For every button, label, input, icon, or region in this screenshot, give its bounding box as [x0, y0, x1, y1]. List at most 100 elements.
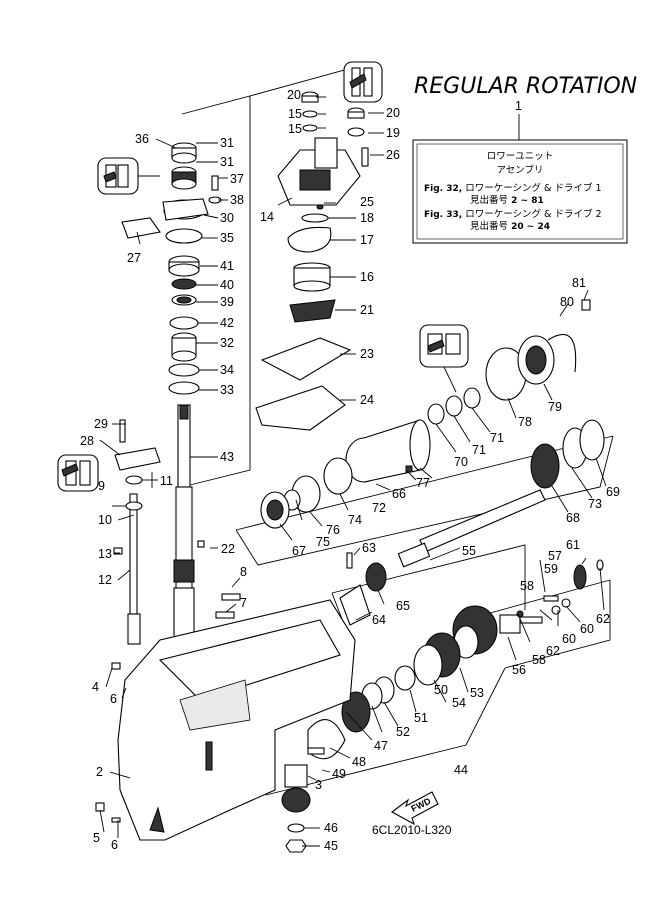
- callout-6b: 6: [111, 838, 118, 852]
- callout-61: 61: [566, 538, 580, 552]
- callout-27: 27: [127, 251, 141, 265]
- callout-6a: 6: [110, 692, 117, 706]
- propeller-shaft-housing-group: [260, 299, 605, 529]
- assembly-info-box: 1 ロワーユニット アセンブリ Fig. 32, ロワーケーシング & ドライブ…: [412, 99, 628, 244]
- callout-70: 70: [454, 455, 468, 469]
- callout-13: 13: [98, 547, 112, 561]
- callout-67: 67: [292, 544, 306, 558]
- diagram-code: 6CL2010-L320: [372, 823, 452, 837]
- callout-71a: 71: [472, 443, 486, 457]
- fig1-ref-label: 見出番号: [470, 194, 508, 206]
- assembly-name-line1: ロワーユニット: [487, 151, 554, 162]
- callout-12: 12: [98, 573, 112, 587]
- callout-60b: 60: [580, 622, 594, 636]
- fig2-ref: 20 ~ 24: [508, 222, 550, 232]
- detail-bubble-upper-left: [97, 157, 160, 195]
- callout-42: 42: [220, 316, 234, 330]
- drive-shaft-stack: [163, 142, 205, 663]
- callout-5: 5: [93, 831, 100, 845]
- callout-77: 77: [416, 476, 430, 490]
- fig1-prefix: Fig. 32,: [424, 184, 462, 194]
- callout-56: 56: [512, 663, 526, 677]
- callout-15a: 15: [288, 107, 302, 121]
- callout-48: 48: [352, 755, 366, 769]
- callout-64: 64: [372, 613, 386, 627]
- callout-47: 47: [374, 739, 388, 753]
- water-pump-group: [255, 91, 369, 431]
- callout-45: 45: [324, 839, 338, 853]
- callout-35: 35: [220, 231, 234, 245]
- callout-32: 32: [220, 336, 234, 350]
- fig1-text: ロワーケーシング & ドライブ 1: [462, 182, 601, 194]
- callout-37: 37: [230, 172, 244, 186]
- callout-44: 44: [454, 763, 468, 777]
- callout-68: 68: [566, 511, 580, 525]
- callout-58b: 58: [520, 579, 534, 593]
- callout-2: 2: [96, 765, 103, 779]
- callout-21: 21: [360, 303, 374, 317]
- callout-53: 53: [470, 686, 484, 700]
- fig2-ref-label: 見出番号: [470, 220, 508, 232]
- callout-15b: 15: [288, 122, 302, 136]
- callout-26: 26: [386, 148, 400, 162]
- callout-34: 34: [220, 363, 234, 377]
- callout-29: 29: [94, 417, 108, 431]
- callout-41: 41: [220, 259, 234, 273]
- callout-31b: 31: [220, 155, 234, 169]
- callout-72: 72: [372, 501, 386, 515]
- callout-76: 76: [326, 523, 340, 537]
- fig2-line: Fig. 33, ロワーケーシング & ドライブ 2: [424, 208, 602, 220]
- shift-rod-group: [113, 175, 222, 645]
- callout-23: 23: [360, 347, 374, 361]
- callout-22: 22: [221, 542, 235, 556]
- fig1-ref-line: 見出番号 2 ~ 81: [470, 194, 544, 206]
- fig1-ref: 2 ~ 81: [508, 196, 544, 206]
- detail-bubble-top-center: [343, 61, 383, 103]
- callout-73: 73: [588, 497, 602, 511]
- callout-58a: 58: [532, 653, 546, 667]
- callout-18: 18: [360, 211, 374, 225]
- callout-4: 4: [92, 680, 99, 694]
- callout-7: 7: [240, 596, 247, 610]
- callout-1: 1: [515, 99, 522, 113]
- callout-80: 80: [560, 295, 574, 309]
- fig2-prefix: Fig. 33,: [424, 210, 462, 220]
- callout-24: 24: [360, 393, 374, 407]
- callout-81: 81: [572, 276, 586, 290]
- lower-casing: [95, 540, 356, 841]
- callout-63: 63: [362, 541, 376, 555]
- callout-79: 79: [548, 400, 562, 414]
- callout-62a: 62: [546, 644, 560, 658]
- callout-78: 78: [518, 415, 532, 429]
- callout-74: 74: [348, 513, 362, 527]
- callout-16: 16: [360, 270, 374, 284]
- assembly-name-line2: アセンブリ: [496, 164, 543, 176]
- callout-43: 43: [220, 450, 234, 464]
- callout-9: 9: [98, 479, 105, 493]
- callout-31a: 31: [220, 136, 234, 150]
- callout-11: 11: [160, 474, 173, 488]
- callout-46: 46: [324, 821, 338, 835]
- callout-50: 50: [434, 683, 448, 697]
- callout-52: 52: [396, 725, 410, 739]
- callout-19: 19: [386, 126, 400, 140]
- callout-8: 8: [240, 565, 247, 579]
- callout-20a: 20: [287, 88, 301, 102]
- callout-49: 49: [332, 767, 346, 781]
- callout-14: 14: [260, 210, 274, 224]
- detail-bubble-right: [419, 324, 469, 393]
- callout-54: 54: [452, 696, 466, 710]
- callout-66: 66: [392, 487, 406, 501]
- callout-69: 69: [606, 485, 620, 499]
- callout-59: 59: [544, 562, 558, 576]
- callout-38: 38: [230, 193, 244, 207]
- callout-71b: 71: [490, 431, 504, 445]
- callout-57: 57: [548, 549, 562, 563]
- fig1-line: Fig. 32, ロワーケーシング & ドライブ 1: [424, 182, 602, 194]
- callout-51: 51: [414, 711, 428, 725]
- callout-65: 65: [396, 599, 410, 613]
- detail-bubble-left: [57, 454, 99, 492]
- callout-10: 10: [98, 513, 112, 527]
- propeller-shaft-group: [281, 489, 604, 853]
